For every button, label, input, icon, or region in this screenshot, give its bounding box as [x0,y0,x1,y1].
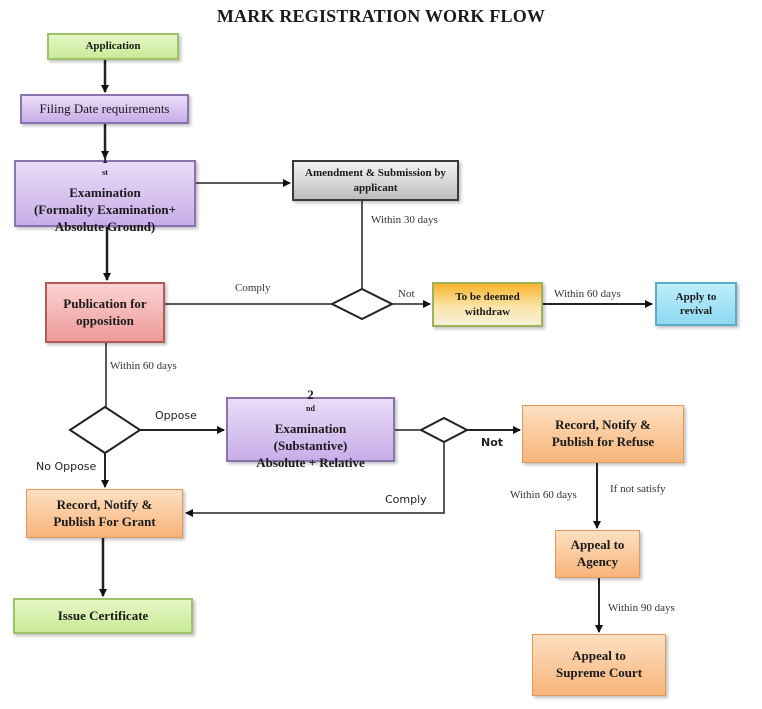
label-oppose: Oppose [155,409,197,422]
node-amendment: Amendment & Submission by applicant [292,160,459,201]
node-apply-revival: Apply to revival [655,282,737,326]
agency-line1: Appeal to [570,537,625,553]
publication-line1: Publication for [63,295,147,311]
node-application: Application [47,33,179,60]
revival-line1: Apply to [675,290,717,303]
label-if-not-satisfy: If not satisfy [610,483,666,495]
amendment-line2: applicant [353,181,398,194]
supreme-line1: Appeal to [572,648,626,664]
node-appeal-agency: Appeal to Agency [555,530,640,578]
publication-line2: opposition [76,312,134,328]
grant-line1: Record, Notify & [56,496,153,512]
diagram-title: MARK REGISTRATION WORK FLOW [216,6,546,26]
label-within-60-days-refuse: Within 60 days [510,489,577,501]
decision-diamond-substantive [418,416,470,444]
label-comply-grant: Comply [385,493,427,506]
node-issue-certificate: Issue Certificate [13,598,193,634]
decision-diamond-opposition [68,405,142,455]
decision-diamond-amendment [329,287,395,321]
node-deemed-withdraw: To be deemed withdraw [432,282,543,327]
certificate-label: Issue Certificate [57,607,149,623]
revival-line2: revival [679,305,713,317]
label-not-withdraw: Not [398,288,415,300]
withdraw-line2: withdraw [464,305,511,318]
exam1-line2: (Formality Examination+ [33,202,177,218]
node-filing-date: Filing Date requirements [20,94,189,124]
agency-line2: Agency [576,554,619,569]
label-within-60-days-publication: Within 60 days [110,360,177,372]
withdraw-line1: To be deemed [455,291,520,304]
label-not-refuse: Not [481,436,504,449]
node-publication: Publication for opposition [45,282,165,343]
label-no-oppose: No Oppose [36,460,97,473]
label-comply-publication: Comply [235,282,271,294]
node-filing-date-label: Filing Date requirements [39,100,170,116]
exam2-line2: (Substantive) [273,438,348,454]
refuse-line2: Publish for Refuse [551,434,655,449]
supreme-line2: Supreme Court [555,665,643,680]
node-application-label: Application [85,40,141,53]
amendment-line1: Amendment & Submission by [305,167,446,180]
label-within-90-days: Within 90 days [608,602,675,614]
exam1-line3: Absolute Ground) [54,219,156,234]
node-publish-refuse: Record, Notify & Publish for Refuse [522,405,684,463]
label-within-30-days: Within 30 days [371,214,438,226]
node-publish-grant: Record, Notify & Publish For Grant [26,489,183,538]
edge-decision-grant-comply [185,442,445,517]
grant-line2: Publish For Grant [53,513,156,529]
exam2-line3: Absolute + Relative [256,455,365,470]
refuse-line1: Record, Notify & [555,417,651,433]
label-within-60-days-revival: Within 60 days [554,288,621,300]
node-appeal-supreme-court: Appeal to Supreme Court [532,634,666,696]
